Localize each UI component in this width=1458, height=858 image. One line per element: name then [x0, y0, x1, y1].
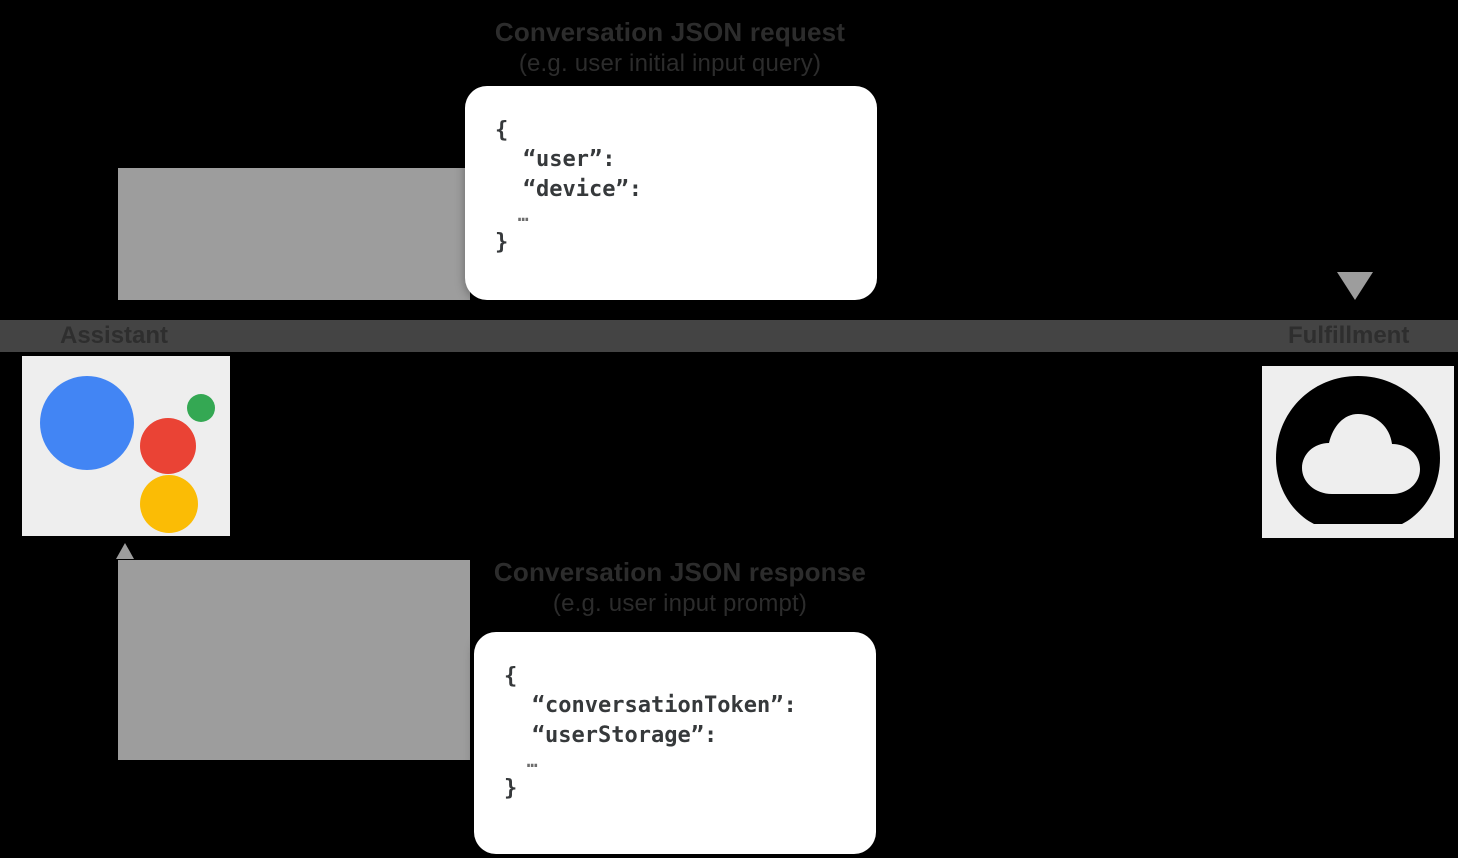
request-flow-caption: Conversation JSON request (e.g. user ini… [370, 16, 970, 79]
fulfillment-endpoint-tile[interactable] [1262, 366, 1454, 538]
response-arrowhead-icon [116, 543, 134, 559]
request-json-close: } [495, 229, 509, 255]
response-arrow-bar-left [118, 560, 470, 760]
response-json-key-0: “conversationToken”: [531, 693, 797, 719]
response-json-key-1: “userStorage”: [531, 722, 718, 748]
google-assistant-icon [22, 356, 230, 536]
response-arrow-bar-right [876, 560, 1356, 760]
assistant-green-dot [187, 394, 215, 422]
request-json-ellipsis: … [517, 204, 529, 226]
fulfillment-label: Fulfillment [1288, 322, 1410, 349]
cloud-functions-icon [1276, 376, 1440, 524]
request-json-card: { “user”: “device”: … } [465, 86, 877, 300]
request-arrow-bar-left [118, 168, 470, 300]
request-arrow [118, 168, 1356, 300]
request-caption-secondary: (e.g. user initial input query) [518, 49, 822, 77]
response-json-open: { [504, 664, 518, 689]
response-caption-secondary: (e.g. user input prompt) [552, 589, 808, 617]
response-json-ellipsis: … [526, 750, 538, 772]
assistant-red-dot [140, 418, 196, 474]
endpoint-label-band [0, 320, 1458, 352]
request-json-key-1: “device”: [522, 176, 643, 202]
assistant-yellow-dot [140, 475, 198, 533]
request-json-open: { [495, 118, 509, 143]
assistant-endpoint-tile[interactable] [22, 356, 230, 536]
request-caption-primary: Conversation JSON request [494, 17, 846, 47]
assistant-blue-dot [40, 376, 134, 470]
response-json-card: { “conversationToken”: “userStorage”: … … [474, 632, 876, 854]
response-flow-caption: Conversation JSON response (e.g. user in… [380, 556, 980, 619]
response-arrow [118, 560, 1356, 760]
assistant-label: Assistant [60, 322, 169, 349]
response-caption-primary: Conversation JSON response [493, 557, 867, 587]
request-arrow-bar-right [876, 168, 1356, 300]
request-json-key-0: “user”: [522, 147, 616, 173]
request-arrowhead-icon [1337, 272, 1373, 300]
response-json-close: } [504, 775, 518, 801]
